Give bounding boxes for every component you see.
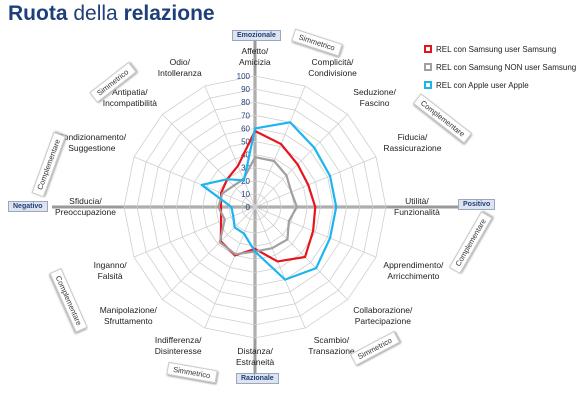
legend-item: REL con Samsung user Samsung: [424, 40, 576, 58]
category-label: Affetto/Amicizia: [239, 46, 271, 67]
page-title: Ruota della relazione: [8, 2, 215, 26]
category-label: Manipolazione/Sfruttamento: [99, 305, 157, 327]
tag-left: Negativo: [8, 201, 48, 212]
tag-top: Emozionale: [232, 30, 281, 41]
spoke: [254, 206, 377, 258]
tag-bottom: Razionale: [236, 373, 279, 384]
category-label: Distanza/Estraneità: [236, 346, 275, 367]
spoke: [162, 114, 256, 208]
title-part3: relazione: [123, 2, 215, 25]
legend-label: REL con Apple user Apple: [436, 80, 529, 90]
tick-label: 20: [241, 177, 250, 186]
category-label: Sfiducia/Preoccupazione: [55, 196, 116, 217]
category-label: Scambio/Transazione: [308, 335, 355, 357]
legend-item: REL con Samsung NON user Samsung: [424, 58, 576, 76]
spoke: [254, 85, 306, 208]
category-label: Apprendimento/Arricchimento: [383, 260, 444, 282]
category-label: Indifferenza/Disinteresse: [154, 335, 202, 357]
spoke: [254, 206, 348, 300]
legend-swatch: [424, 81, 432, 89]
tick-label: 100: [237, 72, 251, 81]
legend-item: REL con Apple user Apple: [424, 76, 576, 94]
category-label: Antipatia/Incompatibilità: [102, 86, 158, 108]
title-part1: Ruota: [8, 2, 68, 25]
series-line: [200, 121, 338, 281]
legend-label: REL con Samsung user Samsung: [436, 44, 557, 54]
tick-label: 40: [241, 151, 250, 160]
category-label: Fiducia/Rassicurazione: [383, 131, 442, 153]
spoke: [254, 206, 306, 329]
tick-label: 90: [241, 85, 250, 94]
category-label: Condizionamento/Suggestione: [57, 131, 127, 153]
tick-label: 50: [241, 138, 250, 147]
tick-label: 60: [241, 124, 250, 133]
tick-label: 0: [246, 203, 251, 212]
category-label: Collaborazione/Partecipazione: [353, 305, 413, 327]
category-label: Odio/Intolleranza: [157, 56, 202, 78]
legend-label: REL con Samsung NON user Samsung: [436, 62, 577, 72]
spoke: [204, 85, 256, 208]
spoke: [162, 206, 256, 300]
legend-swatch: [424, 45, 432, 53]
category-label: Utilità/Funzionalità: [394, 196, 440, 217]
category-label: Complicità/Condivisione: [308, 56, 357, 78]
title-part2: della: [73, 2, 118, 25]
spoke: [254, 114, 348, 208]
spoke: [254, 156, 377, 208]
legend-swatch: [424, 63, 432, 71]
tick-label: 80: [241, 98, 250, 107]
series-line: [219, 129, 317, 263]
spoke: [133, 206, 256, 258]
tick-label: 70: [241, 111, 250, 120]
tag-right: Positivo: [458, 199, 496, 210]
tick-label: 10: [241, 190, 250, 199]
legend: REL con Samsung user Samsung REL con Sam…: [424, 40, 576, 94]
category-label: Inganno/Falsità: [93, 260, 127, 282]
spoke: [133, 156, 256, 208]
spoke: [204, 206, 256, 329]
category-label: Seduzione/Fascino: [353, 86, 396, 108]
